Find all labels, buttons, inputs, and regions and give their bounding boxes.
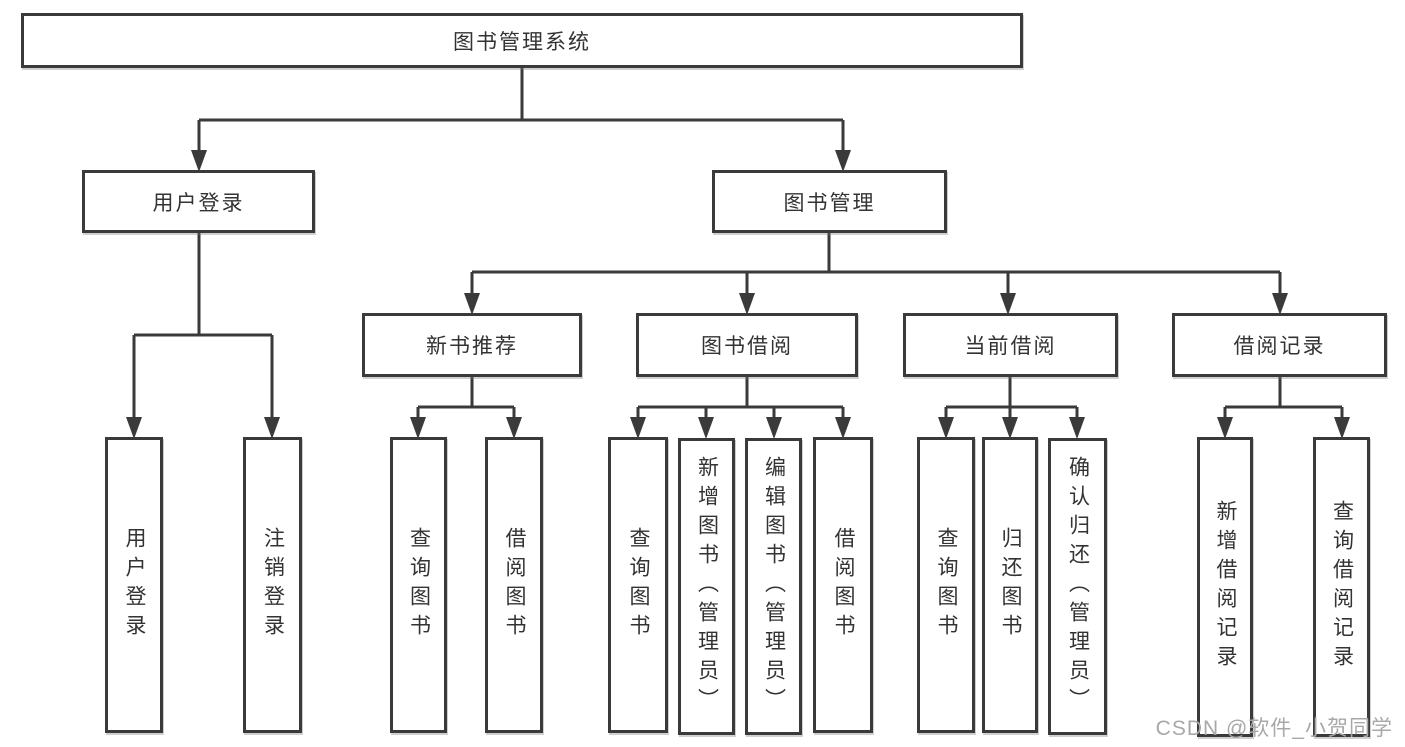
leaf-confirm-return-admin: 确认归还（管理员） [1048,438,1107,735]
node-borrowing-records: 借阅记录 [1172,313,1387,377]
leaf-edit-books-admin: 编辑图书（管理员） [745,438,802,735]
node-root-label: 图书管理系统 [453,30,591,54]
node-new-book-recommend: 新书推荐 [362,313,582,377]
leaf-borrow-books-borrowing: 借阅图书 [813,437,873,733]
node-book-management-label: 图书管理 [783,191,876,215]
leaf-user-login-label: 用户登录 [123,527,146,643]
node-borrowing-records-label: 借阅记录 [1233,335,1326,358]
leaf-confirm-return-admin-label: 确认归还（管理员） [1066,456,1090,717]
leaf-logout-login-label: 注销登录 [261,527,285,643]
leaf-query-books-recommend: 查询图书 [390,437,447,733]
node-current-borrowing-label: 当前借阅 [964,335,1057,358]
node-current-borrowing: 当前借阅 [903,313,1118,377]
node-book-borrowing-label: 图书借阅 [701,335,793,358]
node-new-book-recommend-label: 新书推荐 [426,335,518,358]
node-book-borrowing: 图书借阅 [636,313,858,377]
leaf-edit-books-admin-label: 编辑图书（管理员） [762,456,786,717]
leaf-logout-login: 注销登录 [243,437,302,733]
leaf-query-books-borrowing-label: 查询图书 [627,527,650,643]
leaf-add-books-admin: 新增图书（管理员） [678,438,735,735]
leaf-query-books-current: 查询图书 [917,437,975,733]
node-root: 图书管理系统 [21,13,1023,68]
leaf-return-books-label: 归还图书 [999,527,1022,643]
leaf-query-books-current-label: 查询图书 [935,527,958,643]
leaf-add-borrow-record-label: 新增借阅记录 [1214,500,1237,674]
leaf-return-books: 归还图书 [982,437,1038,733]
leaf-query-borrow-record-label: 查询借阅记录 [1330,500,1354,674]
leaf-query-borrow-record: 查询借阅记录 [1313,437,1370,737]
node-user-login: 用户登录 [82,170,315,233]
leaf-user-login: 用户登录 [105,437,163,733]
leaf-add-books-admin-label: 新增图书（管理员） [695,456,719,717]
leaf-borrow-books-recommend-label: 借阅图书 [503,527,526,643]
csdn-watermark: CSDN @软件_小贺同学 [1155,717,1393,740]
leaf-borrow-books-recommend: 借阅图书 [485,437,543,733]
leaf-borrow-books-borrowing-label: 借阅图书 [832,527,855,643]
leaf-query-books-recommend-label: 查询图书 [407,527,431,643]
node-user-login-label: 用户登录 [152,191,245,215]
leaf-query-books-borrowing: 查询图书 [608,437,668,733]
leaf-add-borrow-record: 新增借阅记录 [1197,437,1253,737]
node-book-management: 图书管理 [712,170,947,233]
